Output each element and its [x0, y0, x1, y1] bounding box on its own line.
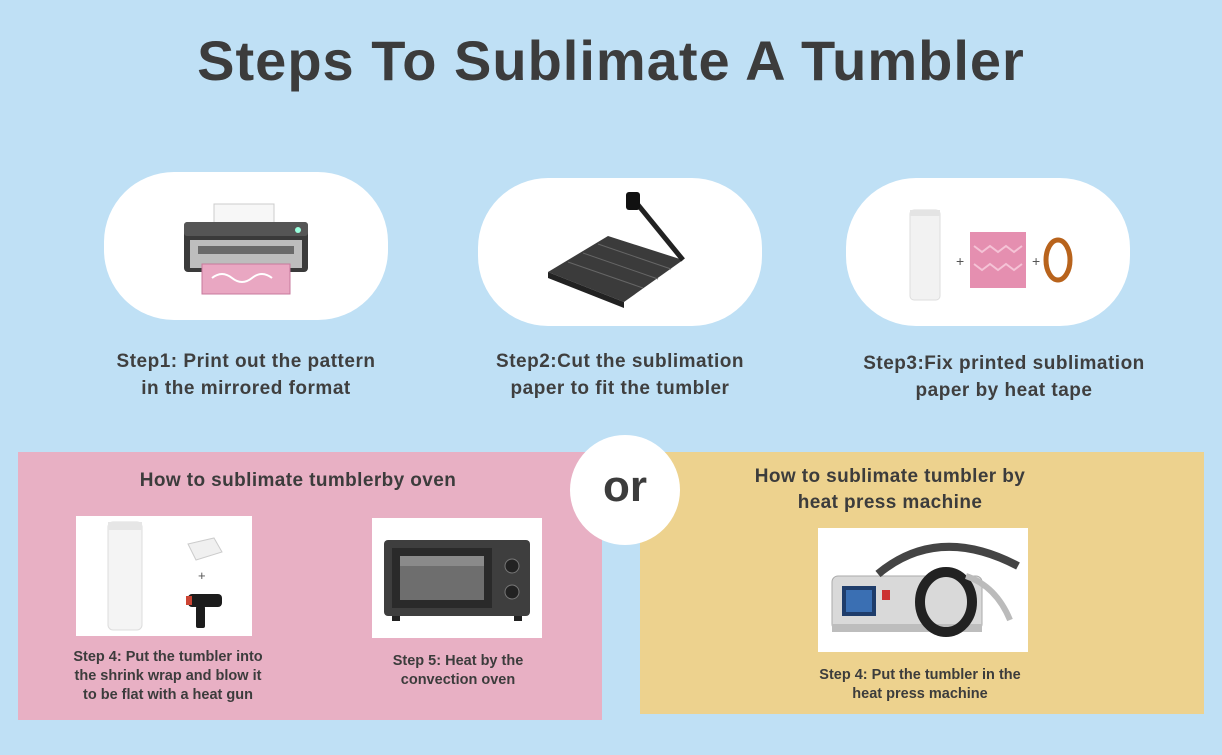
step2-line2: paper to fit the tumbler: [510, 378, 730, 399]
svg-text:+: +: [1032, 253, 1040, 269]
step2-line1: Step2:Cut the sublimation: [496, 351, 744, 372]
page-title: Steps To Sublimate A Tumbler: [197, 29, 1025, 92]
step1-image-card: [104, 172, 388, 320]
oven-step5-line1: Step 5: Heat by the: [392, 653, 524, 669]
oven-step5-line2: convection oven: [400, 672, 516, 688]
svg-text:+: +: [198, 568, 206, 583]
heat-press-machine-icon: [831, 542, 1020, 637]
paper-cutter-icon: [548, 192, 685, 308]
oven-step5-photo: [372, 518, 542, 638]
heat-press-step4-caption: Step 4: Put the tumbler in the heat pres…: [760, 666, 1080, 704]
heat-press-method-panel: How to sublimate tumbler by heat press m…: [640, 452, 1204, 714]
step3-line1: Step3:Fix printed sublimation: [863, 353, 1145, 374]
step2-image-card: [478, 178, 762, 326]
oven-step5-caption: Step 5: Heat by the convection oven: [358, 652, 558, 690]
oven-step4-line1: Step 4: Put the tumbler into: [73, 649, 263, 665]
heat-press-step4-line2: heat press machine: [852, 686, 988, 702]
oven-step4-line2: the shrink wrap and blow it: [74, 668, 262, 684]
oven-method-panel: How to sublimate tumblerby oven + Step 4…: [18, 452, 602, 720]
svg-text:+: +: [956, 253, 964, 269]
step3-line2: paper by heat tape: [915, 380, 1093, 401]
step3-image-card: + +: [846, 178, 1130, 326]
step1-line1: Step1: Print out the pattern: [116, 351, 376, 372]
tumbler-paper-tape-icon: + +: [909, 209, 1073, 301]
oven-step4-photo: +: [76, 516, 252, 636]
heat-press-step4-line1: Step 4: Put the tumbler in the: [819, 667, 1021, 683]
heat-press-title-line1: How to sublimate tumbler by: [754, 466, 1026, 487]
step1-line2: in the mirrored format: [141, 378, 351, 399]
heat-press-panel-title: How to sublimate tumbler by heat press m…: [640, 464, 1140, 516]
heat-press-photo: [818, 528, 1028, 652]
printer-icon: [184, 203, 308, 295]
oven-step4-line3: to be flat with a heat gun: [83, 687, 253, 703]
tumbler-shrinkwrap-heatgun-icon: +: [107, 521, 223, 631]
oven-panel-title: How to sublimate tumblerby oven: [139, 470, 457, 491]
convection-oven-icon: [384, 540, 530, 621]
heat-press-title-line2: heat press machine: [797, 492, 983, 513]
or-divider-badge: or: [570, 435, 680, 545]
step3-caption: Step3:Fix printed sublimation paper by h…: [806, 350, 1202, 404]
step2-caption: Step2:Cut the sublimation paper to fit t…: [440, 348, 800, 402]
oven-step4-caption: Step 4: Put the tumbler into the shrink …: [28, 648, 308, 705]
step1-caption: Step1: Print out the pattern in the mirr…: [40, 348, 452, 402]
